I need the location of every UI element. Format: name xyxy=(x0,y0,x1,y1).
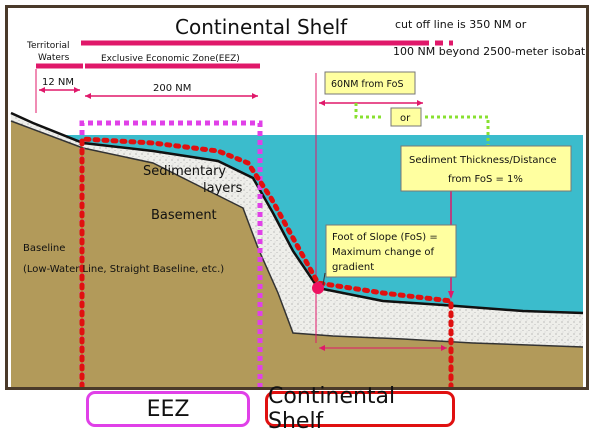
sedimentary-label: Sedimentary xyxy=(143,164,226,179)
or-connector xyxy=(354,103,381,119)
nm12-label: 12 NM xyxy=(42,77,74,88)
eez-boundary xyxy=(79,120,263,387)
continental-shelf-label-box: Continental Shelf xyxy=(265,384,455,434)
baseline-detail: (Low-Water Line, Straight Baseline, etc.… xyxy=(23,264,224,275)
eez-label: EEZ xyxy=(146,396,190,422)
eez-full-label: Exclusive Economic Zone(EEZ) xyxy=(101,54,240,64)
or-box xyxy=(390,107,422,127)
basement-land xyxy=(11,121,583,387)
baseline-label: Baseline xyxy=(23,243,65,254)
continental-shelf-label: Continental Shelf xyxy=(268,384,396,434)
nm200-label: 200 NM xyxy=(153,83,191,94)
sediment-layer xyxy=(11,113,583,387)
title: Continental Shelf xyxy=(175,15,348,39)
cutoff-line1: cut off line is 350 NM or xyxy=(395,18,527,31)
fos-line1: Foot of Slope (FoS) = xyxy=(332,232,438,243)
fos-line2: Maximum change of xyxy=(332,247,435,258)
foot-of-slope-point xyxy=(312,282,324,294)
basement-boundary xyxy=(10,120,584,348)
cutoff-line2: 100 NM beyond 2500-meter isobath xyxy=(393,45,586,58)
fos-line3: gradient xyxy=(332,262,374,273)
sediment-line1: Sediment Thickness/Distance xyxy=(409,155,556,166)
or-label: or xyxy=(400,113,411,124)
waters-label: Waters xyxy=(38,53,70,63)
continental-shelf-diagram: Continental Shelf cut off line is 350 NM… xyxy=(10,15,586,387)
sediment-box xyxy=(400,145,572,192)
fos60-box xyxy=(324,71,416,95)
fos-box xyxy=(325,224,457,278)
fos60-label: 60NM from FoS xyxy=(331,79,404,90)
territorial-label: Territorial xyxy=(26,41,70,51)
or-connector-right xyxy=(425,115,490,145)
eez-label-box: EEZ xyxy=(86,391,250,427)
sediment-line2: from FoS = 1% xyxy=(448,174,523,185)
basement-label: Basement xyxy=(151,208,217,223)
layers-label: layers xyxy=(203,181,243,196)
continental-shelf-boundary xyxy=(79,136,454,387)
diagram-frame: Continental Shelf cut off line is 350 NM… xyxy=(5,5,589,390)
